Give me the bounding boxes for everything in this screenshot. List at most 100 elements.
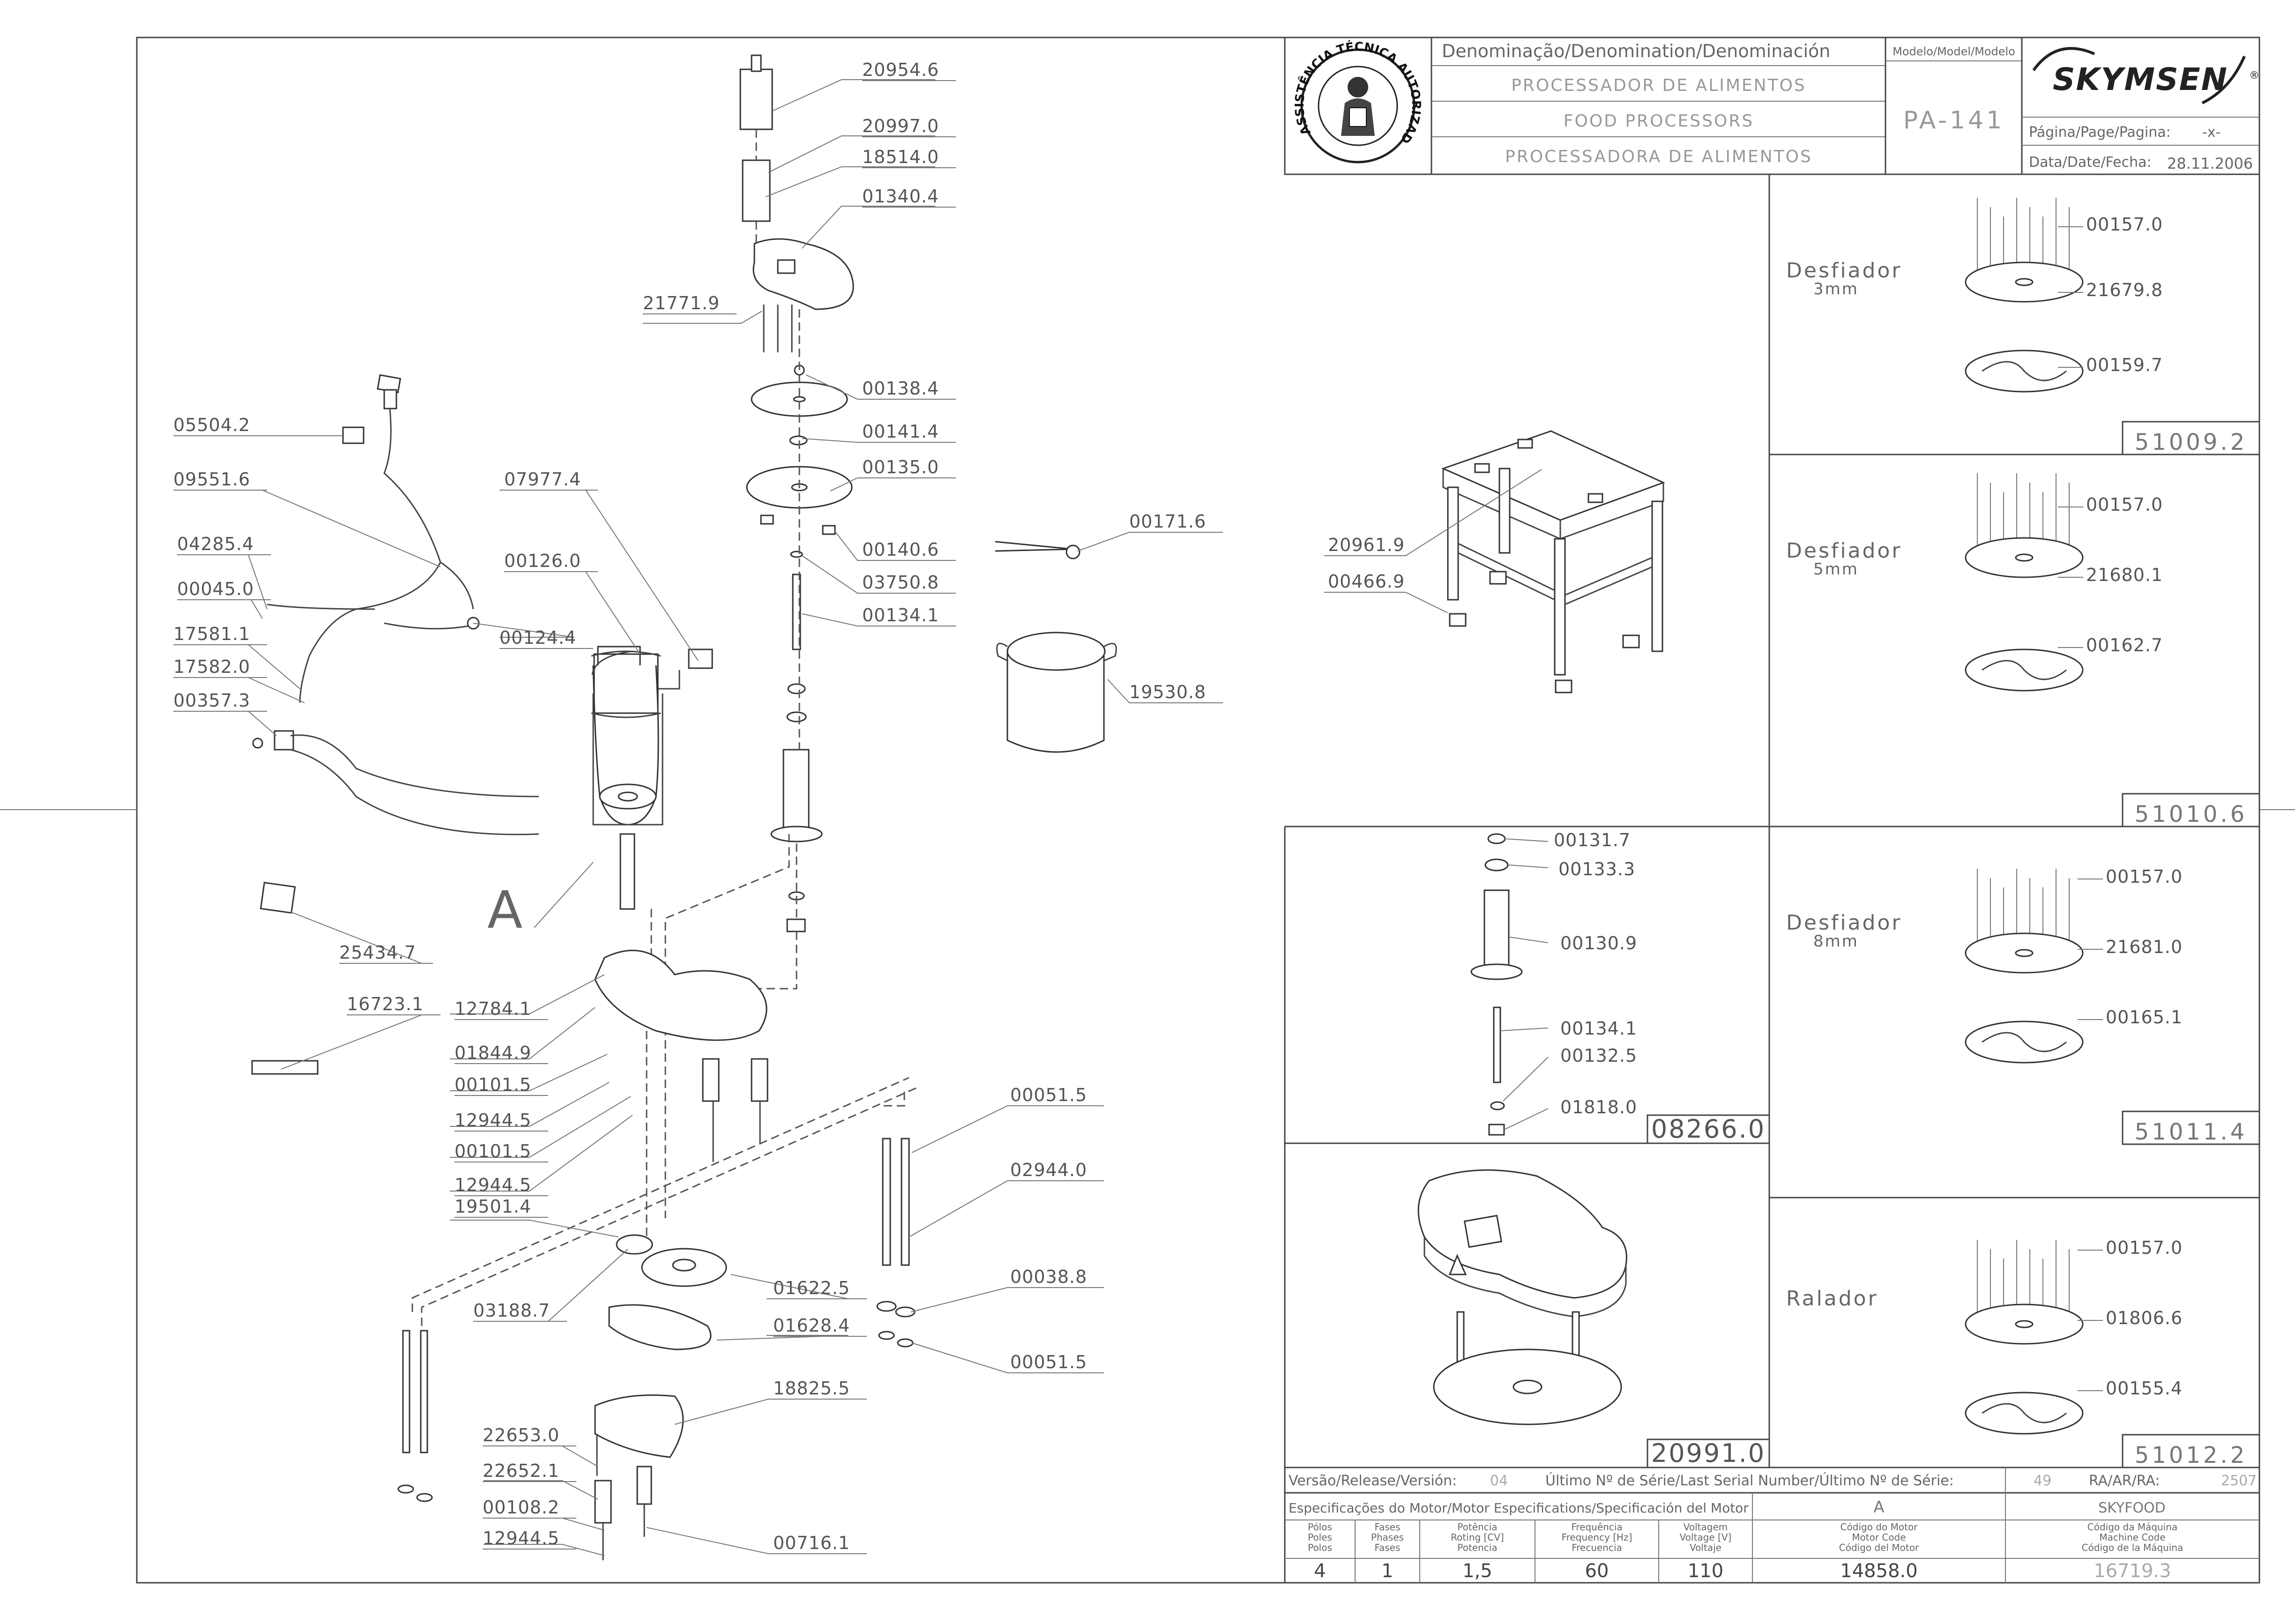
spec-header-cell: Roting [CV] (1451, 1532, 1504, 1543)
part-drive-belt (608, 1304, 712, 1350)
disc-name: Desfiador (1786, 911, 1902, 935)
spec-value-cell: 1,5 (1462, 1560, 1492, 1582)
disc-part-label: 21681.0 (2106, 937, 2183, 957)
label-07977-4: 07977.4 (504, 469, 581, 490)
version-label: Versão/Release/Versión: (1289, 1473, 1457, 1489)
spec-value-cell: 110 (1688, 1560, 1723, 1582)
label-00138-4: 00138.4 (862, 378, 939, 399)
disc-spokes (1982, 660, 2067, 680)
spec-value-cell: 14858.0 (1840, 1560, 1917, 1582)
lid-detail-panel: 20991.0 (1417, 1169, 1766, 1468)
spec-header-cell: Fases (1374, 1521, 1400, 1533)
label-01622-5: 01622.5 (773, 1278, 850, 1298)
label-stand-00466-9: 00466.9 (1328, 571, 1405, 592)
spec-table: Versão/Release/Versión: 04 Último Nº de … (1284, 1467, 2260, 1584)
label-shaft-00131-7: 00131.7 (1554, 830, 1631, 850)
label-12784-1: 12784.1 (455, 998, 531, 1019)
part-drive-shaft (792, 574, 801, 650)
page-label: Página/Page/Pagina: (2029, 124, 2171, 141)
part-shaft-coupler (742, 159, 771, 222)
disc-size: 8mm (1813, 932, 1859, 951)
part-plug (383, 389, 397, 410)
model-number: PA-141 (1903, 106, 2004, 134)
disc-panels: Desfiador3mm00157.021679.800159.751009.2… (1786, 198, 2248, 1468)
label-00716-1: 00716.1 (773, 1533, 850, 1553)
authorized-service-seal-icon: ASSISTÊNCIA TÉCNICA AUTORIZADA (0, 0, 1423, 164)
label-shaft-01818-0: 01818.0 (1560, 1097, 1637, 1117)
spec-header-cell: Fases (1374, 1542, 1400, 1553)
denomination-header: Denominação/Denomination/Denominación (1442, 41, 1830, 61)
spec-header-cell: Código del Motor (1839, 1542, 1919, 1553)
spec-header-cell: Código do Motor (1840, 1521, 1918, 1533)
part-shaft-sleeve (739, 68, 773, 130)
label-19501-4: 19501.4 (455, 1196, 531, 1217)
label-17582-0: 17582.0 (173, 656, 250, 677)
disc-spokes (1982, 1403, 2067, 1423)
spec-value-cell: 60 (1585, 1560, 1609, 1582)
disc-name: Ralador (1786, 1287, 1878, 1311)
shaft-kit-code: 08266.0 (1651, 1114, 1766, 1144)
spec-header-cell: Código da Máquina (2087, 1521, 2177, 1533)
spec-value-cell: 4 (1314, 1560, 1326, 1582)
part-rod-left-b (420, 1330, 428, 1453)
spec-header-cell: Voltaje (1690, 1542, 1721, 1553)
spec-header-cell: Voltage [V] (1680, 1532, 1732, 1543)
date-value: 28.11.2006 (2167, 155, 2253, 172)
label-shaft-00134-1: 00134.1 (1560, 1018, 1637, 1039)
label-A: A (487, 880, 523, 940)
label-16723-1: 16723.1 (347, 994, 424, 1014)
spec-header-cell: Frequência (1571, 1521, 1622, 1533)
label-stand-20961-9: 20961.9 (1328, 535, 1405, 555)
label-01844-9: 01844.9 (455, 1043, 531, 1063)
disc-spokes (1982, 361, 2067, 381)
disc-part-label: 00157.0 (2106, 866, 2183, 887)
label-shaft-00133-3: 00133.3 (1558, 859, 1635, 879)
shaft-detail-panel: 00131.7 00133.3 00130.9 00134.1 00132.5 … (1470, 830, 1766, 1144)
label-03750-8: 03750.8 (862, 572, 939, 593)
disc-size: 3mm (1813, 280, 1859, 298)
disc-part-label: 01806.6 (2106, 1308, 2183, 1328)
label-00135-0: 00135.0 (862, 457, 939, 477)
drawing-frame (136, 37, 2260, 1584)
label-12944-5c: 12944.5 (483, 1528, 559, 1549)
product-name-pt: PROCESSADOR DE ALIMENTOS (1511, 76, 1806, 95)
label-00051-5b: 00051.5 (1010, 1352, 1087, 1372)
label-00126-0: 00126.0 (504, 551, 581, 571)
part-rod-right-b (901, 1138, 910, 1266)
spec-header-cell: Polos (1308, 1542, 1332, 1553)
last-serial-value: 49 (2034, 1473, 2051, 1489)
date-label: Data/Date/Fecha: (2029, 154, 2152, 171)
lid-kit-code: 20991.0 (1651, 1438, 1766, 1468)
label-21771-9: 21771.9 (643, 293, 720, 313)
part-spatula (995, 541, 1073, 552)
brand-swoosh-icon (2032, 47, 2246, 104)
title-block: Denominação/Denomination/Denominación PR… (0, 0, 2260, 175)
label-00108-2: 00108.2 (483, 1497, 559, 1518)
stand-detail: 20961.9 00466.9 (1324, 430, 1665, 693)
product-name-en: FOOD PROCESSORS (1564, 112, 1754, 131)
label-00051-5a: 00051.5 (1010, 1085, 1087, 1105)
brand-logo: SKYMSEN (2053, 61, 2228, 97)
label-25434-7: 25434.7 (339, 942, 416, 963)
part-rod-left-a (402, 1330, 410, 1453)
part-shaft-housing (782, 749, 810, 830)
label-17581-1: 17581.1 (173, 624, 250, 644)
disc-part-label: 21679.8 (2086, 280, 2163, 300)
label-20954-6: 20954.6 (862, 60, 939, 80)
label-12944-5a: 12944.5 (455, 1110, 531, 1131)
label-00141-4: 00141.4 (862, 421, 939, 442)
label-00124-4: 00124.4 (499, 627, 576, 648)
disc-spokes (1982, 1032, 2067, 1052)
detail-grid (1284, 174, 2260, 1583)
disc-hub (2015, 278, 2034, 286)
disc-part-label: 00162.7 (2086, 635, 2163, 656)
disc-kit-code: 51010.6 (2135, 801, 2248, 827)
spec-header-cell: Potência (1457, 1521, 1497, 1533)
disc-size: 5mm (1813, 560, 1859, 579)
spec-header-cell: Machine Code (2099, 1532, 2165, 1543)
